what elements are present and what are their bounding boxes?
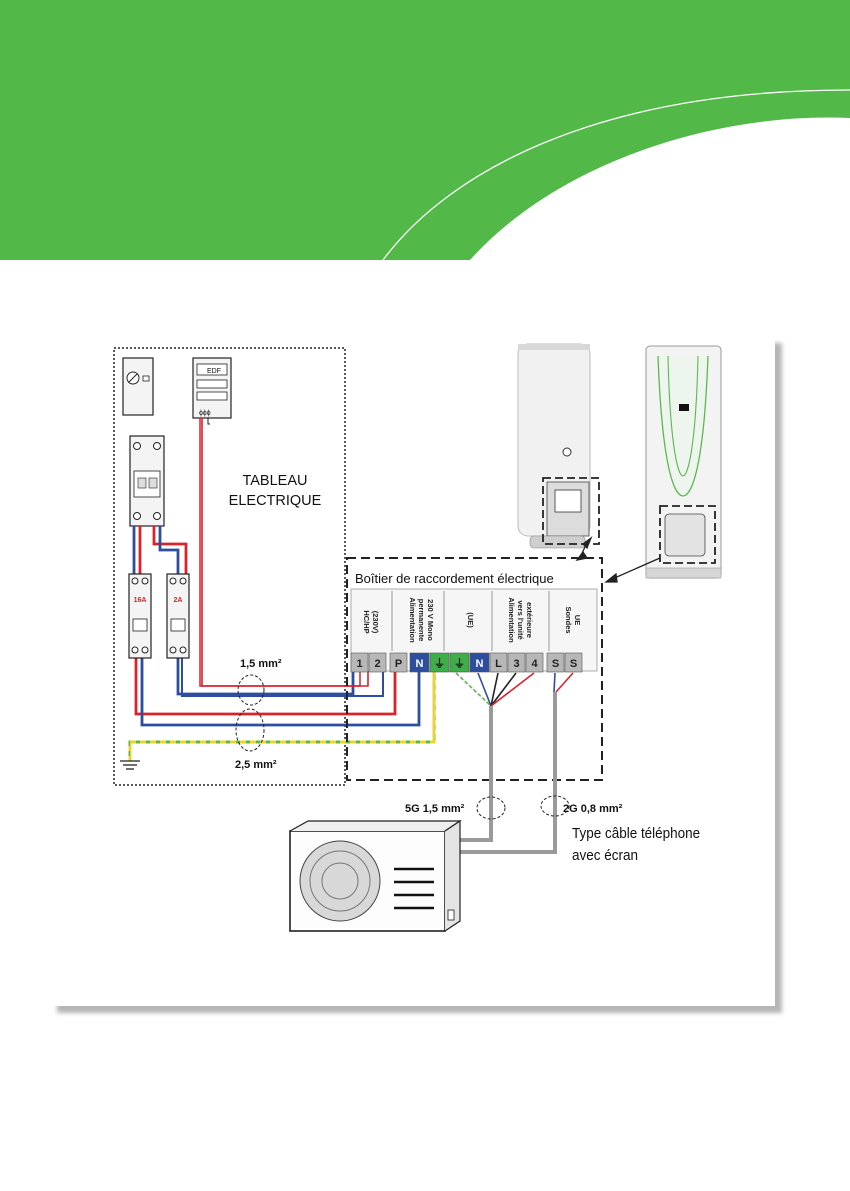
group-outdoor-line3: extérieure	[525, 602, 534, 638]
group-sensors-line1: Sondes	[564, 606, 573, 633]
terminal-1-label: 1	[356, 658, 362, 670]
sensor-cable-type-line1: Type câble téléphone	[572, 825, 700, 842]
terminal-n-ue-label: N	[476, 658, 484, 670]
terminal-row: 1 2 P N ⏚ ⏚ N L 3 4 S S	[351, 653, 582, 672]
wire-terminal-1	[202, 418, 368, 686]
water-heater-icon	[646, 346, 721, 578]
main-switch	[123, 358, 153, 415]
earth-ground-icon	[120, 761, 140, 769]
group-outdoor-line2: vers l'unité	[516, 600, 525, 639]
sensor-cable-label: 2G 0,8 mm²	[563, 803, 623, 815]
section-marker-small	[238, 675, 264, 705]
earth-wire	[130, 663, 434, 761]
group-sensors-line2: UE	[573, 615, 582, 625]
differential-breaker	[130, 436, 164, 526]
breaker-16a-label: 16A	[134, 597, 147, 604]
terminal-l-label: L	[495, 658, 502, 670]
terminal-s1-label: S	[552, 658, 559, 670]
breaker-2a-label: 2A	[174, 597, 183, 604]
meter-icon: EDF ɸɸɸ	[193, 358, 231, 418]
section-small-label: 1,5 mm²	[240, 658, 282, 670]
terminal-n-label: N	[416, 658, 424, 670]
panel-label-line1: TABLEAU	[242, 473, 307, 489]
earth-wire-dash	[130, 663, 434, 761]
group-hchp-line1: HC/HP	[362, 610, 371, 633]
power-cable-5g	[445, 706, 491, 840]
terminal-4-label: 4	[531, 658, 538, 670]
junction-box-title: Boîtier de raccordement électrique	[355, 571, 554, 586]
power-cable-label: 5G 1,5 mm²	[405, 803, 465, 815]
terminal-s2-label: S	[570, 658, 577, 670]
group-ue-label: (UE)	[466, 612, 475, 628]
group-supply-line3: 230 V Mono	[426, 599, 435, 641]
wiring-diagram: TABLEAU ELECTRIQUE EDF ɸɸɸ	[50, 336, 775, 1006]
meter-brand: EDF	[207, 368, 221, 375]
section-large-label: 2,5 mm²	[235, 759, 277, 771]
panel-label-line2: ELECTRIQUE	[229, 493, 322, 509]
breaker-icon: 16A	[129, 574, 151, 658]
outdoor-unit-icon	[290, 821, 460, 931]
terminal-earth-1-label: ⏚	[434, 657, 445, 670]
header-green-shape	[0, 0, 850, 260]
breaker-icon: 2A	[167, 574, 189, 658]
group-supply-line1: Alimentation	[408, 597, 417, 643]
green-header-banner	[0, 0, 850, 265]
group-supply-line2: permanente	[417, 599, 426, 642]
terminal-3-label: 3	[513, 658, 519, 670]
terminal-2-label: 2	[374, 658, 380, 670]
meter-terminals: ɸɸɸ	[199, 410, 211, 417]
sensor-cable-2g	[445, 692, 555, 852]
terminal-earth-2-label: ⏚	[454, 657, 465, 670]
water-heater-icon	[518, 344, 599, 548]
sensor-cable-type-line2: avec écran	[572, 847, 638, 864]
group-hchp-line2: (230V)	[371, 611, 380, 634]
terminal-p-label: P	[395, 658, 402, 670]
group-outdoor-line1: Alimentation	[507, 597, 516, 643]
